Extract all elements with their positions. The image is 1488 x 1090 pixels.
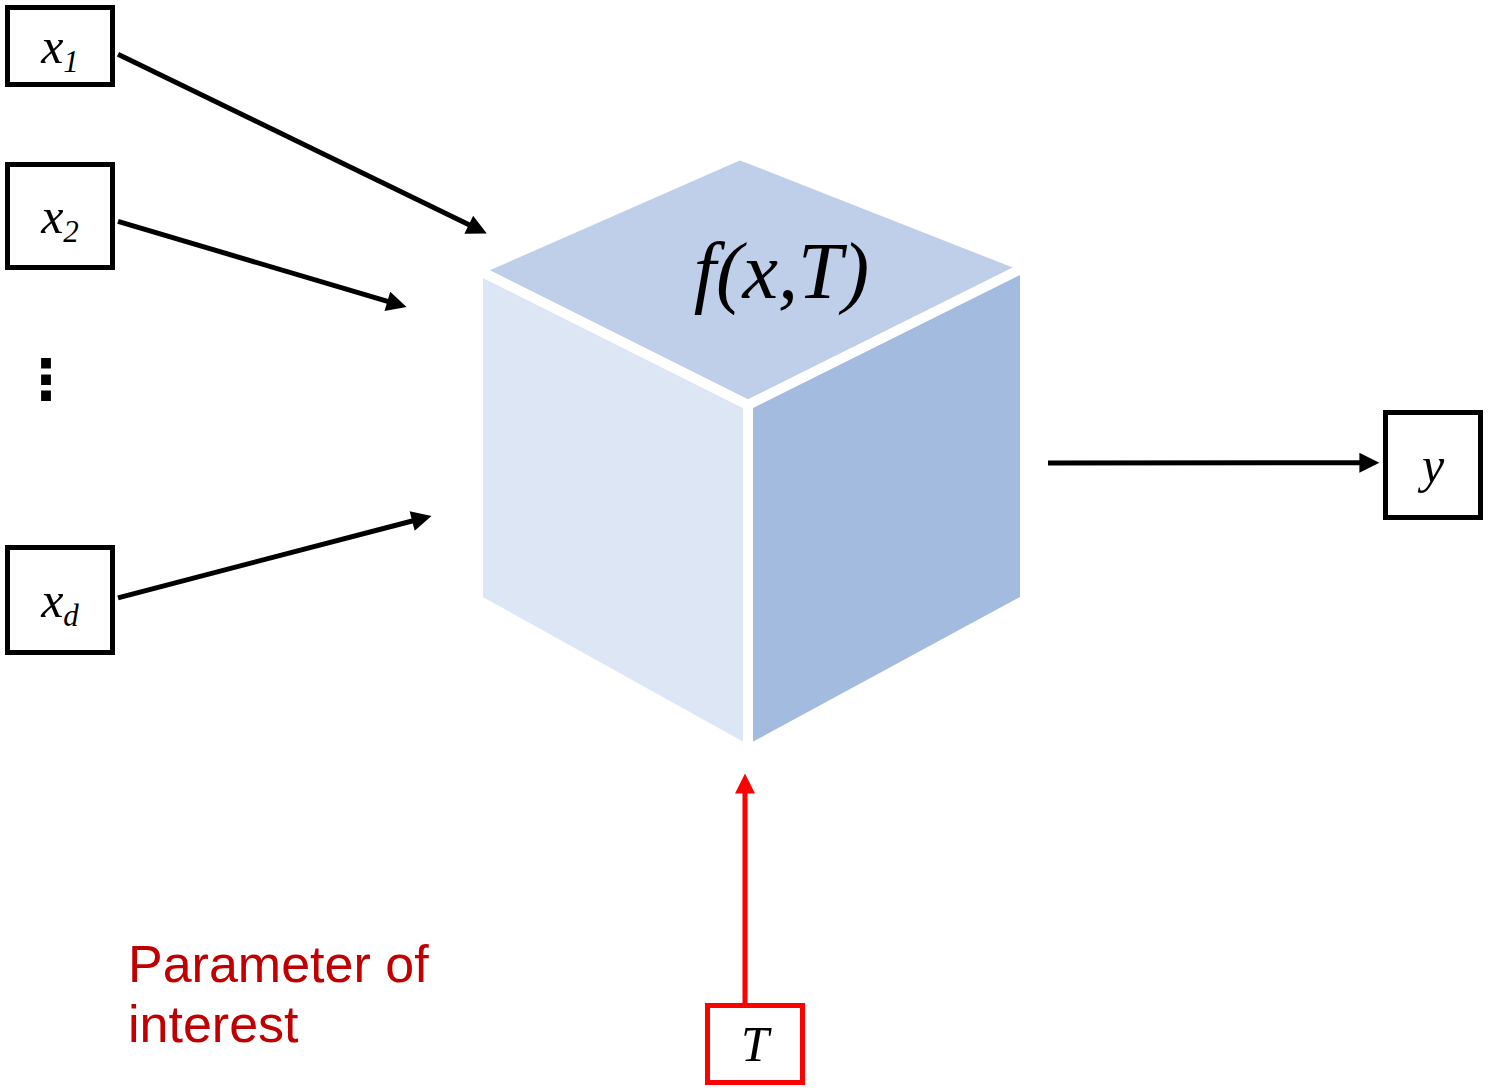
arrow-connector <box>743 792 748 1003</box>
function-label: f(x,T) <box>478 227 1025 315</box>
variable-label: y <box>1422 438 1444 493</box>
variable-label: xd <box>41 573 79 628</box>
variable-label: x1 <box>41 19 79 74</box>
variable-label: T <box>741 1017 769 1072</box>
parameter-box: T <box>705 1003 805 1085</box>
model-cube: f(x,T) <box>478 155 1025 750</box>
input-box: xd <box>5 545 115 655</box>
arrow-connector <box>118 221 389 301</box>
cube-face <box>748 267 1025 750</box>
parameter-note: Parameter of interest <box>128 935 508 1055</box>
input-box: x2 <box>5 162 115 270</box>
input-box: x1 <box>5 5 115 87</box>
ellipsis-mark: ⋮ <box>18 352 68 408</box>
variable-label: x2 <box>41 189 79 244</box>
cube-face <box>478 270 748 750</box>
arrow-connector <box>1048 460 1361 465</box>
output-box: y <box>1383 410 1483 520</box>
arrow-connector <box>118 520 414 597</box>
arrow-connector <box>118 54 471 225</box>
